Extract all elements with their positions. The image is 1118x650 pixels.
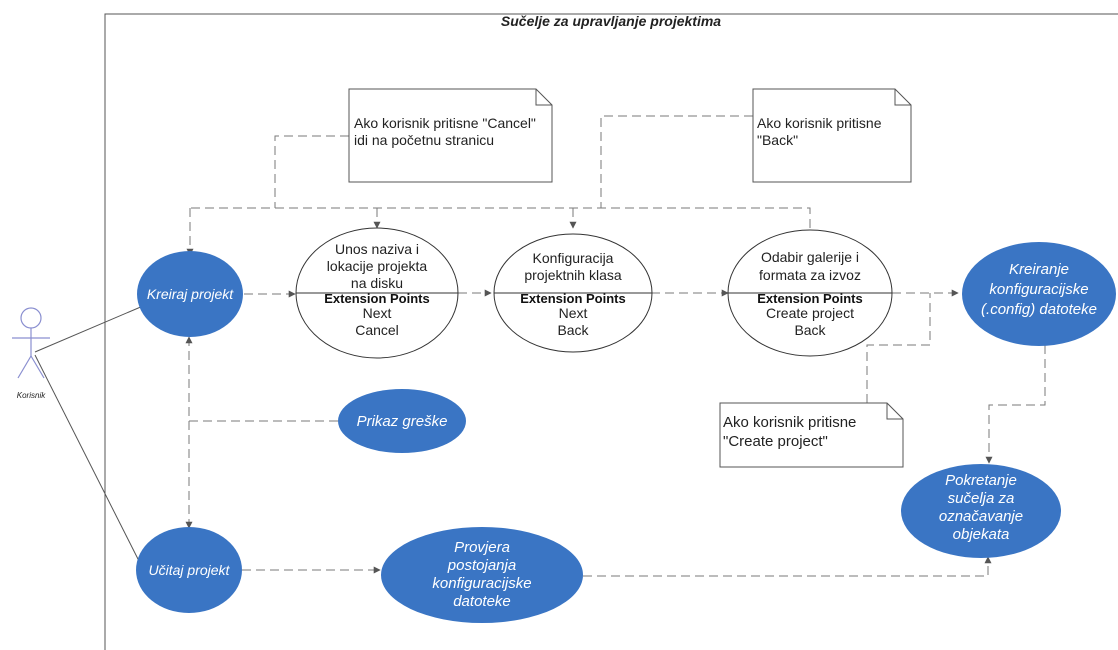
note-cancel-line: idi na početnu stranicu (354, 132, 494, 148)
usecase-pokretanje-line: objekata (953, 526, 1010, 543)
unos-ext-point: Next (363, 305, 392, 321)
usecase-provjera-line: datoteke (453, 593, 511, 610)
note-cancel-line: Ako korisnik pritisne "Cancel" (354, 115, 536, 131)
actor-korisnik[interactable]: Korisnik (12, 307, 50, 400)
usecase-kreiranje-config[interactable]: Kreiranje konfiguracijske (.config) dato… (962, 242, 1116, 346)
odabir-ext-point: Back (794, 322, 826, 338)
odabir-line: formata za izvoz (759, 267, 861, 283)
usecase-ucitaj-label: Učitaj projekt (149, 562, 231, 578)
usecase-pokretanje-line: Pokretanje (945, 472, 1017, 489)
usecase-pokretanje-line: označavanje (939, 508, 1023, 525)
system-title: Sučelje za upravljanje projektima (501, 13, 721, 29)
konfiguracija-ext-point: Back (557, 322, 589, 338)
actor-leg-right (30, 355, 45, 379)
usecase-odabir-galerije[interactable]: Odabir galerije i formata za izvoz Exten… (727, 229, 893, 357)
odabir-line: Odabir galerije i (761, 249, 859, 265)
note-cancel: Ako korisnik pritisne "Cancel" idi na po… (348, 88, 553, 183)
unos-line: lokacije projekta (327, 258, 428, 274)
note-create-link (866, 293, 931, 403)
system-boundary: Sučelje za upravljanje projektima (104, 13, 1118, 650)
konfiguracija-ext-point: Next (559, 305, 588, 321)
association-kreiraj (34, 305, 144, 353)
konfiguracija-line: Konfiguracija (533, 250, 614, 266)
unos-line: na disku (351, 275, 403, 291)
usecase-provjera-line: postojanja (447, 557, 516, 574)
note-back-link (600, 115, 753, 208)
note-cancel-link (274, 135, 349, 208)
note-back: Ako korisnik pritisne "Back" (752, 88, 912, 183)
note-create-line: Ako korisnik pritisne (723, 414, 856, 431)
flow-kreiranje-pokretanje (985, 345, 1046, 464)
association-ucitaj (34, 354, 144, 570)
usecase-prikaz-greske[interactable]: Prikaz greške (338, 389, 466, 453)
actor-leg-left (17, 355, 32, 379)
unos-ext-title: Extension Points (324, 291, 429, 306)
usecase-kreiranje-line: konfiguracijske (989, 281, 1088, 298)
odabir-ext-point: Create project (766, 305, 854, 321)
usecase-provjera[interactable]: Provjera postojanja konfiguracijske dato… (381, 527, 583, 623)
usecase-provjera-line: konfiguracijske (432, 575, 531, 592)
note-create: Ako korisnik pritisne "Create project" (719, 402, 904, 468)
usecase-unos-naziva[interactable]: Unos naziva i lokacije projekta na disku… (295, 227, 459, 359)
flow-provjera-pokretanje (583, 556, 992, 577)
usecase-kreiranje-line: (.config) datoteke (981, 301, 1097, 318)
usecase-ucitaj-projekt[interactable]: Učitaj projekt (136, 527, 242, 613)
relationships (185, 115, 1046, 577)
unos-ext-point: Cancel (355, 322, 399, 338)
back-connector-top (190, 207, 811, 228)
usecase-konfiguracija-klasa[interactable]: Konfiguracija projektnih klasa Extension… (493, 233, 653, 353)
odabir-ext-title: Extension Points (757, 291, 862, 306)
unos-line: Unos naziva i (335, 241, 419, 257)
note-back-line: "Back" (757, 132, 798, 148)
actor-head (20, 307, 42, 329)
konfiguracija-ext-title: Extension Points (520, 291, 625, 306)
usecase-prikaz-label: Prikaz greške (357, 413, 448, 430)
usecase-kreiranje-line: Kreiranje (1009, 261, 1069, 278)
note-create-line: "Create project" (723, 433, 828, 450)
actor-name: Korisnik (17, 391, 46, 400)
usecase-pokretanje[interactable]: Pokretanje sučelja za označavanje objeka… (901, 464, 1061, 558)
note-back-line: Ako korisnik pritisne (757, 115, 882, 131)
usecase-pokretanje-line: sučelja za (948, 490, 1015, 507)
usecase-provjera-line: Provjera (454, 539, 510, 556)
usecase-kreiraj-projekt[interactable]: Kreiraj projekt (137, 251, 243, 337)
usecase-kreiraj-label: Kreiraj projekt (147, 286, 234, 302)
konfiguracija-line: projektnih klasa (524, 267, 621, 283)
